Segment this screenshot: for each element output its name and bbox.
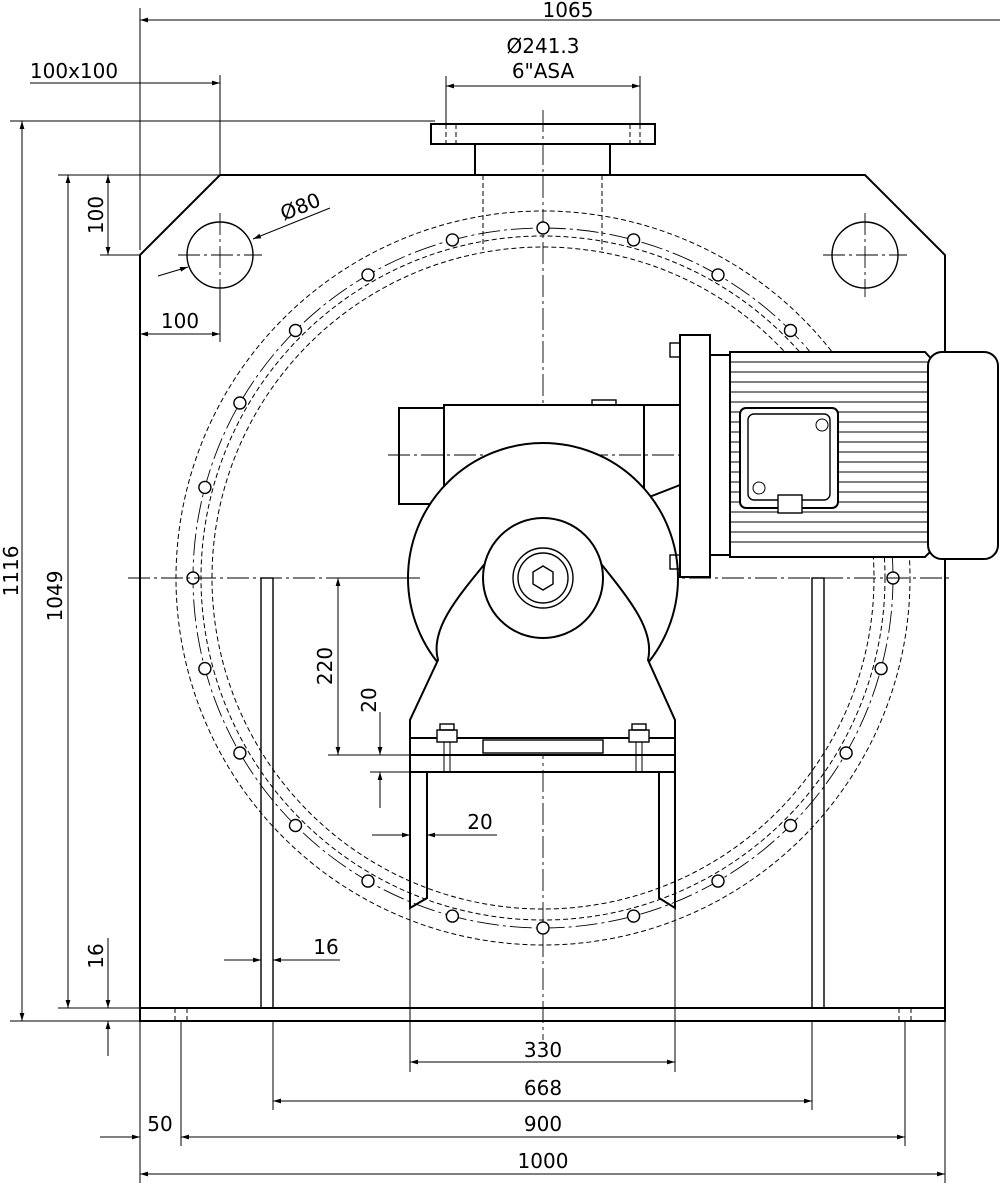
dim-base-thickness: 16 — [84, 943, 108, 968]
dim-shaft-height: 220 — [313, 647, 337, 685]
bolt-hole — [198, 480, 212, 495]
bolt-hole — [445, 909, 460, 923]
bolt-hole — [783, 818, 798, 833]
dim-edge-offset: 50 — [147, 1112, 172, 1136]
bolt-hole — [839, 746, 853, 760]
bolt-hole — [711, 874, 725, 888]
bolt-hole — [536, 221, 550, 235]
bolt-hole — [361, 268, 375, 282]
bolt-hole — [711, 268, 725, 282]
dim-leg-thickness: 16 — [313, 935, 338, 959]
dim-base-width: 1000 — [518, 1149, 569, 1173]
electric-motor — [669, 334, 999, 578]
dim-leg-spacing: 668 — [524, 1076, 562, 1100]
dim-body-height: 1049 — [43, 571, 67, 622]
bolt-hole — [288, 818, 303, 833]
dim-total-height: 1116 — [0, 546, 23, 597]
bolt-hole — [361, 874, 375, 888]
bolt-hole — [783, 323, 798, 338]
dim-corner-chamfer: 100x100 — [30, 59, 118, 83]
dim-plate-thickness-horizontal: 20 — [467, 810, 492, 834]
dim-overall-top-width: 1065 — [543, 0, 594, 22]
dim-bolt-spacing: 900 — [524, 1112, 562, 1136]
lifting-hole-left — [178, 213, 262, 297]
dim-flange-spec: 6"ASA — [512, 59, 575, 83]
bolt-hole — [536, 921, 550, 935]
bolt-hole — [233, 746, 247, 760]
base-plate — [139, 1007, 946, 1022]
bolt-hole — [198, 661, 212, 676]
dim-flange-diameter: Ø241.3 — [507, 34, 580, 58]
dim-chamfer-height: 100 — [84, 196, 108, 234]
bolt-hole — [288, 323, 303, 338]
bolt-hole — [445, 233, 460, 247]
bolt-hole — [874, 661, 888, 676]
bolt-hole — [233, 396, 247, 410]
lifting-hole-right — [823, 213, 907, 297]
bolt-hole — [626, 233, 641, 247]
gearbox — [388, 399, 690, 910]
dim-hole-offset: 100 — [161, 309, 199, 333]
dim-support-width: 330 — [524, 1038, 562, 1062]
bolt-hole — [626, 909, 641, 923]
dim-plate-thickness-vertical: 20 — [357, 687, 381, 712]
